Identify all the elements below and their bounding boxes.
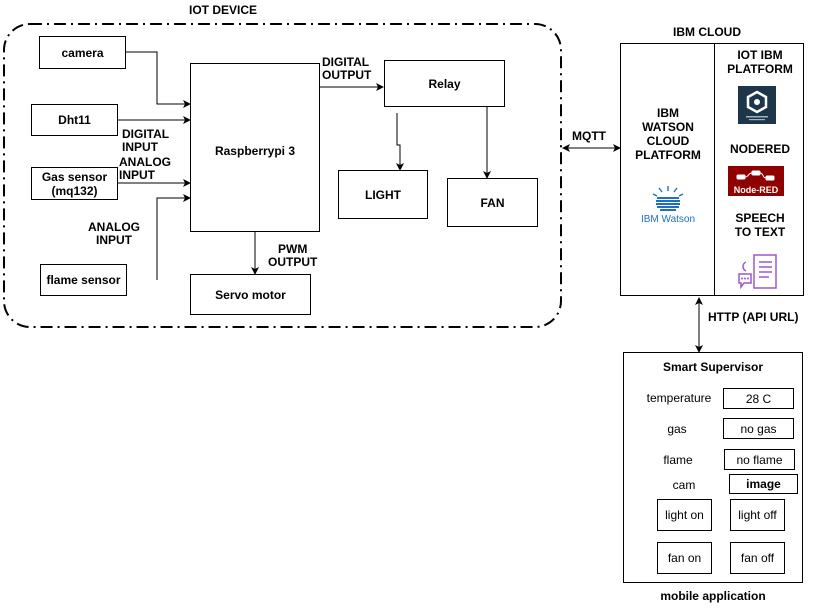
cloud-divider	[714, 44, 715, 295]
gas-value: no gas	[723, 418, 794, 439]
light-label: LIGHT	[365, 187, 401, 202]
light-connector	[396, 113, 404, 171]
dht11-label: Dht11	[58, 113, 91, 127]
fan-off-button[interactable]: fan off	[730, 542, 785, 574]
cam-label: cam	[672, 478, 696, 492]
ibm-cloud-box	[620, 43, 804, 296]
light-on-button[interactable]: light on	[657, 499, 712, 531]
camera-connector	[126, 51, 191, 108]
light-box: LIGHT	[338, 170, 428, 219]
watson-platform-label: IBM WATSON CLOUD PLATFORM	[635, 106, 701, 162]
nodered-logo: Node-RED	[728, 166, 784, 196]
analog-input-label: ANALOG INPUT	[119, 155, 171, 182]
dht11-box: Dht11	[31, 104, 118, 136]
speech-to-text-label: SPEECH TO TEXT	[734, 211, 786, 239]
temperature-value: 28 C	[723, 388, 794, 409]
watson-logo-text: IBM Watson	[640, 214, 696, 225]
flame-value: no flame	[724, 449, 795, 470]
flame-label: flame	[663, 453, 693, 467]
fan-label: FAN	[480, 195, 505, 210]
ibm-cloud-title: IBM CLOUD	[673, 25, 741, 39]
digital-input-label: DIGITAL INPUT	[122, 127, 170, 154]
analog-input-label-2: ANALOG INPUT	[88, 220, 140, 247]
fan-box: FAN	[447, 178, 538, 227]
speech-document-icon	[738, 254, 777, 290]
raspberry-pi-label: Raspberrypi 3	[214, 143, 296, 158]
mobile-app-frame	[623, 352, 803, 583]
digital-output-label: DIGITAL OUTPUT	[322, 55, 372, 82]
flame-connector	[156, 194, 191, 280]
nodered-flow-icon	[736, 170, 775, 181]
camera-box: camera	[39, 36, 126, 69]
flame-sensor-label: flame sensor	[46, 273, 121, 287]
cam-image-value[interactable]: image	[729, 474, 798, 494]
gas-label: gas	[667, 422, 687, 436]
relay-box: Relay	[384, 60, 505, 107]
watson-logo: IBM Watson	[637, 184, 699, 230]
fan-on-button[interactable]: fan on	[657, 542, 712, 574]
raspberry-pi-box: Raspberrypi 3	[190, 63, 320, 232]
nodered-label: NODERED	[729, 142, 790, 156]
watson-globe-icon	[652, 186, 684, 211]
nodered-logo-text: Node-RED	[733, 185, 779, 195]
mqtt-label: MQTT	[572, 129, 606, 143]
gas-sensor-box: Gas sensor (mq132)	[31, 167, 118, 200]
servo-motor-box: Servo motor	[190, 274, 311, 315]
gas-sensor-label: Gas sensor (mq132)	[41, 169, 108, 198]
speech-to-text-icon	[736, 252, 782, 292]
iot-device-title: IOT DEVICE	[189, 3, 258, 17]
light-off-button[interactable]: light off	[730, 499, 785, 531]
camera-label: camera	[61, 45, 104, 60]
servo-motor-label: Servo motor	[215, 287, 286, 302]
iot-platform-label: IOT IBM PLATFORM	[727, 48, 793, 76]
http-label: HTTP (API URL)	[708, 310, 799, 324]
app-title: Smart Supervisor	[662, 360, 764, 374]
mobile-app-caption: mobile application	[660, 589, 766, 603]
flame-sensor-box: flame sensor	[40, 264, 127, 296]
pwm-output-label: PWM OUTPUT	[268, 242, 318, 269]
relay-label: Relay	[428, 76, 461, 91]
temperature-label: temperature	[646, 391, 712, 405]
iot-device-boundary	[3, 23, 562, 328]
iot-platform-logo	[738, 86, 776, 124]
hexagon-icon	[746, 90, 768, 121]
